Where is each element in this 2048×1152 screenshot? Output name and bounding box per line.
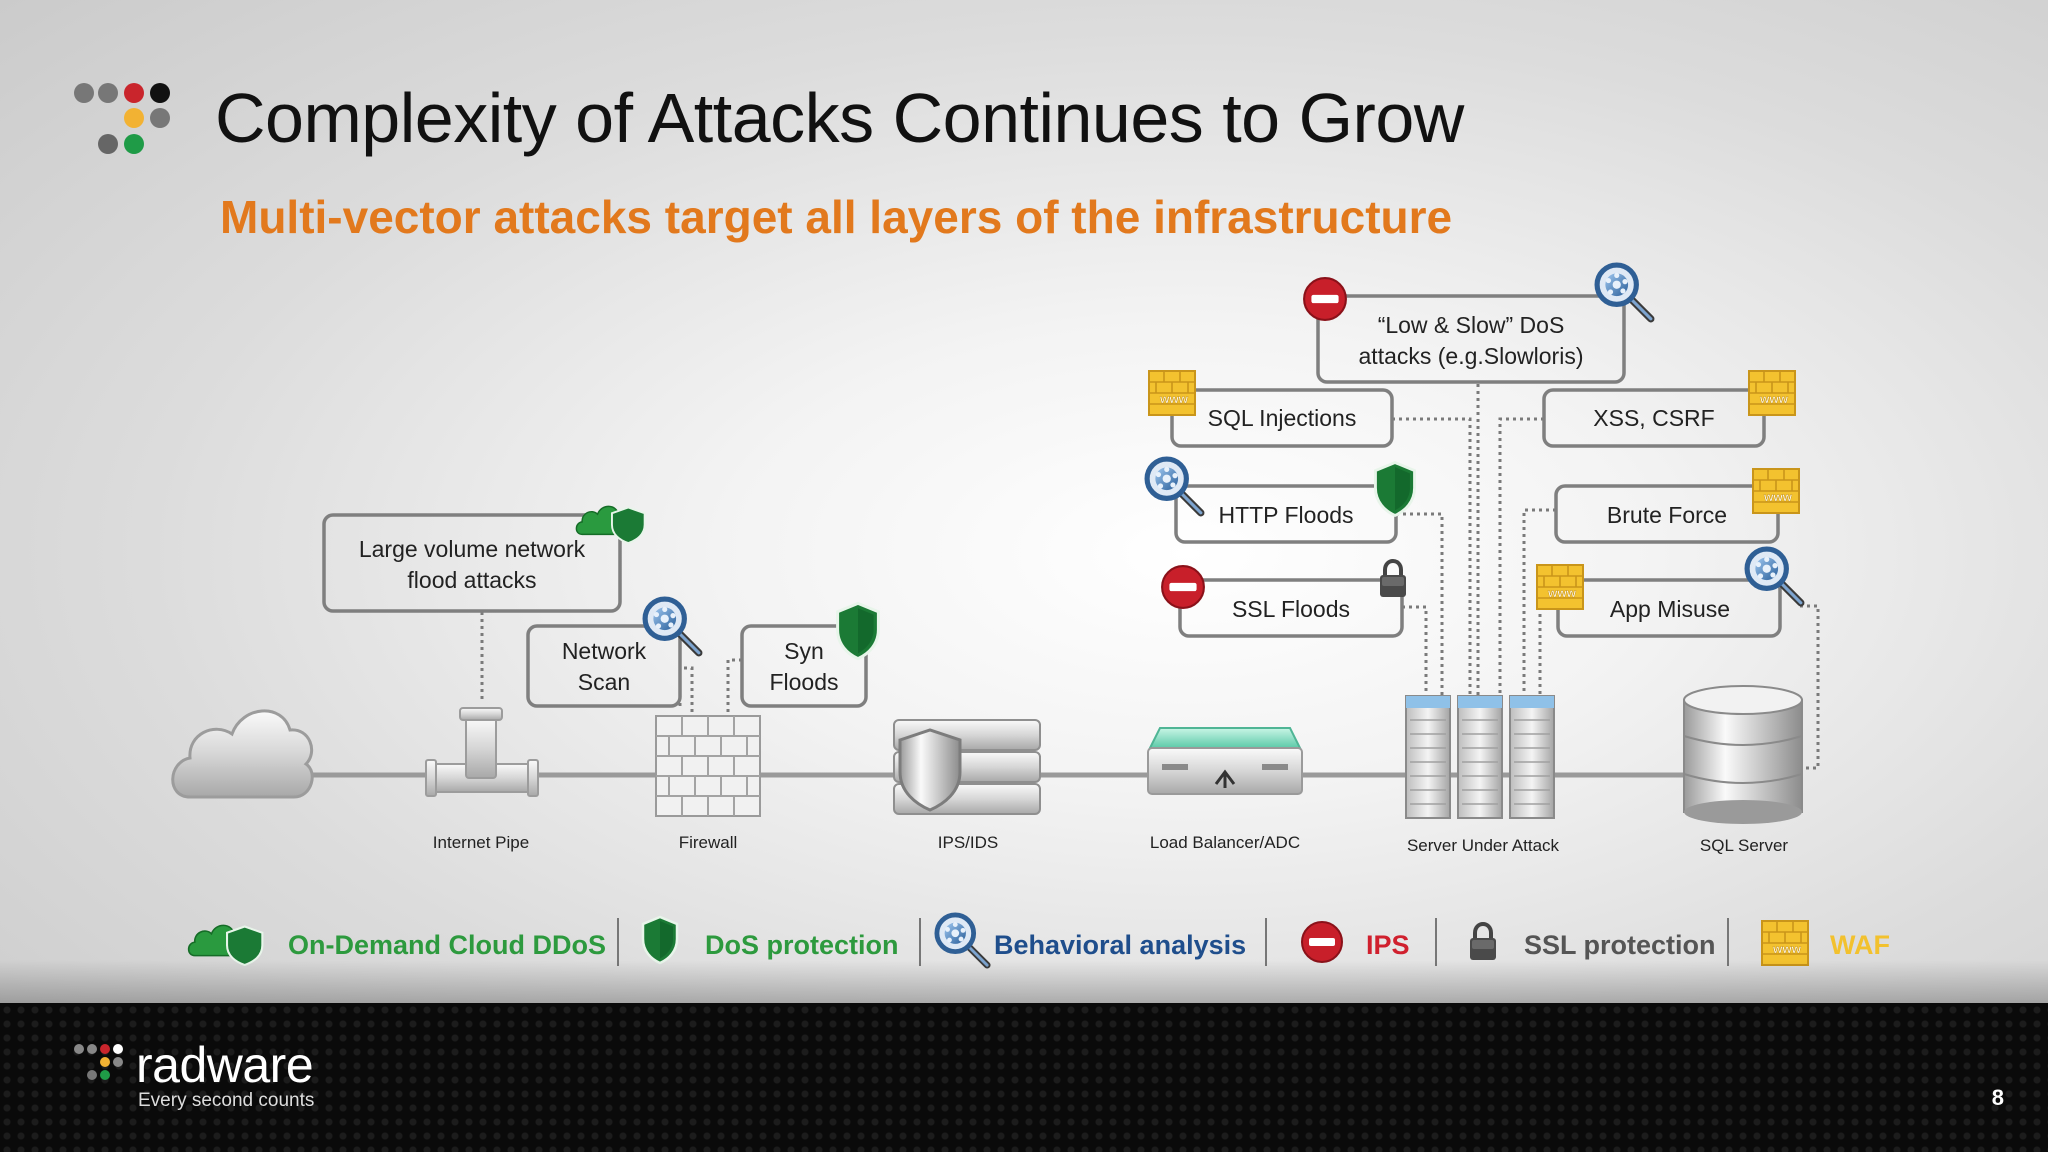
attack-ssl-floods: SSL Floods xyxy=(1232,596,1350,622)
no-entry-icon xyxy=(1303,277,1347,321)
legend-magnifier-icon xyxy=(937,915,987,965)
attack-app-misuse: App Misuse xyxy=(1610,596,1730,622)
waf-www-icon xyxy=(1752,468,1800,514)
ips-ids-icon xyxy=(893,719,1041,815)
label-sql-server: SQL Server xyxy=(1700,836,1789,855)
internet-pipe-icon xyxy=(425,707,539,797)
shield-icon xyxy=(836,601,880,661)
legend-waf: WAF xyxy=(1830,930,1890,960)
radware-logo-icon xyxy=(74,83,170,154)
internet-cloud-icon xyxy=(171,709,314,799)
attack-low-slow-line2: attacks (e.g.Slowloris) xyxy=(1359,343,1584,369)
attack-xss-csrf: XSS, CSRF xyxy=(1593,405,1714,431)
legend-no-entry-icon xyxy=(1301,921,1343,963)
label-load-balancer: Load Balancer/ADC xyxy=(1150,833,1300,852)
brand-name: radware xyxy=(136,1037,314,1093)
sql-server-icon xyxy=(1683,685,1803,824)
load-balancer-icon xyxy=(1147,727,1303,795)
waf-www-icon xyxy=(1536,564,1584,610)
page-number: 8 xyxy=(1991,1085,2004,1110)
firewall-icon xyxy=(655,715,761,817)
footer-shadow xyxy=(0,960,2048,1005)
magnifier-icon xyxy=(1747,549,1801,603)
radware-footer-logo-icon xyxy=(74,1044,123,1080)
dotted-connectors xyxy=(480,384,1820,770)
attack-http-floods: HTTP Floods xyxy=(1218,502,1353,528)
legend-behavioral-analysis: Behavioral analysis xyxy=(994,930,1246,960)
legend-ips: IPS xyxy=(1366,930,1410,960)
legend-waf-www-icon xyxy=(1760,920,1810,966)
attack-large-volume-line1: Large volume network xyxy=(359,536,586,562)
label-firewall: Firewall xyxy=(679,833,738,852)
label-server-under-attack: Server Under Attack xyxy=(1407,836,1560,855)
attack-network-scan-line1: Network xyxy=(562,638,647,664)
attack-sql-injections: SQL Injections xyxy=(1208,405,1357,431)
attack-low-slow-line1: “Low & Slow” DoS xyxy=(1378,312,1565,338)
waf-www-icon xyxy=(1148,370,1196,416)
brand-tagline: Every second counts xyxy=(138,1090,315,1111)
cloud-shield-icon xyxy=(575,505,646,544)
waf-www-icon xyxy=(1748,370,1796,416)
server-racks-icon xyxy=(1405,695,1555,819)
no-entry-icon xyxy=(1161,565,1205,609)
attack-syn-floods-line1: Syn xyxy=(784,638,824,664)
legend-cloud-ddos: On-Demand Cloud DDoS xyxy=(288,930,606,960)
attack-network-scan-line2: Scan xyxy=(578,669,630,695)
attack-large-volume-line2: flood attacks xyxy=(407,567,536,593)
legend-padlock-icon xyxy=(1470,924,1496,960)
attack-syn-floods-line2: Floods xyxy=(769,669,838,695)
magnifier-icon xyxy=(645,599,699,653)
shield-icon xyxy=(1373,461,1417,517)
legend-ssl-protection: SSL protection xyxy=(1524,930,1716,960)
attack-brute-force: Brute Force xyxy=(1607,502,1727,528)
legend-shield-icon xyxy=(641,915,679,965)
legend-dos-protection: DoS protection xyxy=(705,930,899,960)
slide-title: Complexity of Attacks Continues to Grow xyxy=(215,79,1464,157)
label-ips-ids: IPS/IDS xyxy=(938,833,998,852)
padlock-icon xyxy=(1378,559,1408,599)
legend: On-Demand Cloud DDoS DoS protection Beha… xyxy=(187,915,1890,966)
slide-subtitle: Multi-vector attacks target all layers o… xyxy=(220,191,1453,243)
label-internet-pipe: Internet Pipe xyxy=(433,833,529,852)
footer-bar xyxy=(0,1003,2048,1152)
